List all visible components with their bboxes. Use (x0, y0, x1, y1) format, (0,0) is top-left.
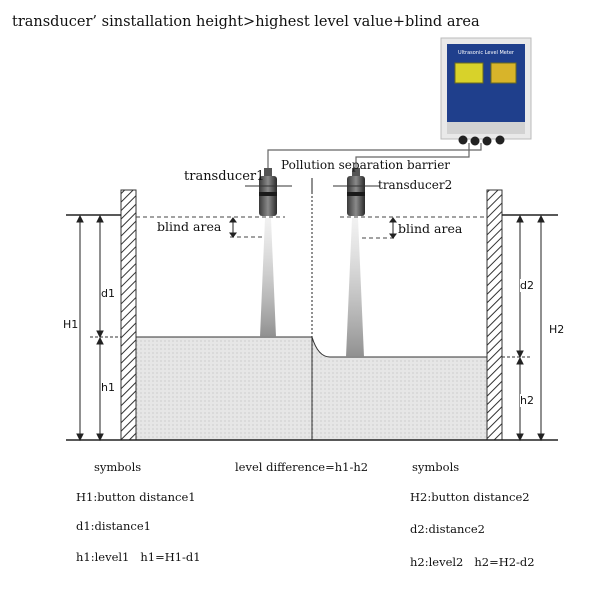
dimension-H2 (537, 214, 545, 442)
beam-transducer2 (346, 218, 364, 357)
legend-left-line3: h1:level1 h1=H1-d1 (76, 550, 201, 564)
beam-transducer1 (260, 218, 276, 337)
legend-left-line2: d1:distance1 (76, 519, 151, 533)
label-blind-area-left: blind area (157, 219, 222, 234)
label-h2: h2 (520, 394, 534, 407)
page-title: transducer’ sinstallation height>highest… (12, 14, 480, 30)
legend-right-heading: symbols (412, 460, 460, 474)
legend-right-line2: d2:distance2 (410, 522, 485, 536)
label-transducer2: transducer2 (378, 178, 453, 192)
cable-gland-4 (495, 135, 505, 145)
left-wall (120, 189, 137, 441)
dimension-H1 (76, 214, 84, 442)
legend-right-line3: h2:level2 h2=H2-d2 (410, 555, 535, 569)
legend-level-difference: level difference=h1-h2 (235, 460, 369, 474)
controller-panel-label: Ultrasonic Level Meter (458, 50, 515, 56)
label-H1: H1 (63, 318, 79, 331)
label-H2: H2 (549, 323, 565, 336)
label-d1: d1 (101, 287, 115, 300)
label-d2: d2 (520, 279, 534, 292)
right-wall (486, 189, 503, 441)
controller-bottom-strip (447, 122, 525, 134)
cable-transducer2 (355, 143, 470, 170)
legend-left-heading: symbols (94, 460, 142, 474)
controller-screen-left (454, 62, 484, 84)
label-h1: h1 (101, 381, 115, 394)
cable-gland-3 (482, 136, 492, 146)
transducer2 (347, 168, 365, 216)
label-blind-area-right: blind area (398, 221, 463, 236)
label-barrier: Pollution separation barrier (281, 158, 451, 172)
legend-left-line1: H1:button distance1 (76, 490, 196, 504)
label-transducer1: transducer1 (184, 169, 265, 184)
level-controller: Ultrasonic Level Meter (440, 37, 532, 146)
blind-arrow-right (389, 217, 397, 239)
legend-right-line1: H2:button distance2 (410, 490, 530, 504)
water-right (311, 336, 488, 441)
water-left (135, 336, 313, 441)
cable-gland-2 (470, 136, 480, 146)
blind-arrow-left (229, 217, 237, 238)
dimension-h1 (96, 336, 104, 442)
dimension-d1 (96, 214, 104, 339)
cable-gland-1 (458, 135, 468, 145)
cable-transducer1 (267, 143, 482, 170)
controller-screen-right (490, 62, 517, 84)
